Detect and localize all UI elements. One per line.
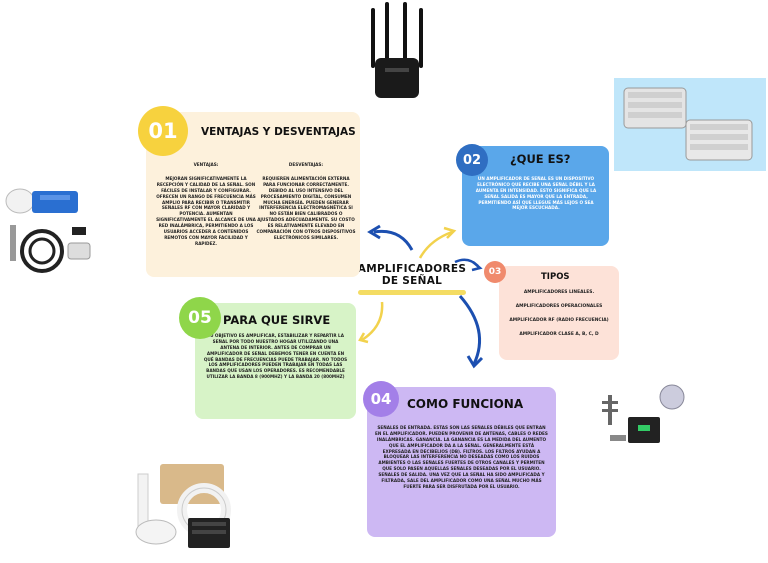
card-para-que-sirve: PARA QUE SIRVE SU OBJETIVO ES AMPLIFICAR… [195, 303, 356, 419]
card5-text: SU OBJETIVO ES AMPLIFICAR, ESTABILIZAR Y… [203, 333, 348, 380]
arrow-to-card5 [361, 301, 384, 342]
card1-col1-text: MEJORAN SIGNIFICATIVAMENTE LA RECEPCIÓN … [156, 176, 256, 246]
card2-text: UN AMPLIFICADOR DE SEÑAL ES UN DISPOSITI… [475, 176, 597, 211]
antenna-booster-kit-image [598, 375, 690, 450]
center-label-line1: AMPLIFICADORES [357, 263, 467, 275]
card3-type-item: AMPLIFICADORES LINEALES. [523, 290, 595, 295]
card-tipos: TIPOS AMPLIFICADORES LINEALES. AMPLIFICA… [499, 266, 619, 360]
card2-number-badge: 02 [456, 144, 488, 176]
card3-type-item: AMPLIFICADORES OPERACIONALES [515, 304, 603, 309]
wifi-repeater-image [365, 2, 430, 102]
card1-number-badge: 01 [138, 106, 188, 156]
outdoor-amplifier-image [614, 78, 766, 171]
card1-col1-heading: VENTAJAS: [193, 162, 219, 167]
card3-number-badge: 03 [484, 261, 506, 283]
arrow-to-card2 [418, 230, 453, 259]
card4-number-badge: 04 [363, 381, 399, 417]
center-underline [358, 290, 466, 295]
card5-number-badge: 05 [179, 297, 221, 339]
center-label-line2: DE SEÑAL [381, 275, 443, 287]
card1-title: VENTAJAS Y DESVENTAJAS [201, 126, 356, 138]
card3-type-item: AMPLIFICADOR CLASE A, B, C, D [519, 332, 599, 337]
card5-title: PARA QUE SIRVE [223, 313, 331, 327]
card1-col2-heading: DESVENTAJAS: [288, 162, 324, 167]
center-label: AMPLIFICADORES DE SEÑAL [356, 263, 468, 295]
card2-title: ¿QUE ES? [510, 152, 571, 166]
card4-text: SEÑALES DE ENTRADA. ESTAS SON LAS SEÑALE… [375, 425, 548, 489]
arrow-to-card4 [458, 295, 482, 365]
blue-amplifier-kit-image [2, 183, 102, 283]
card1-col2-text: REQUIEREN ALIMENTACIÓN EXTERNA PARA FUNC… [256, 176, 356, 240]
card3-title: TIPOS [541, 272, 570, 282]
arrow-to-card1 [373, 229, 414, 251]
dome-antenna-kit-image [128, 458, 240, 558]
card4-title: COMO FUNCIONA [407, 397, 524, 411]
card3-type-item: AMPLIFICADOR RF (RADIO FRECUENCIA) [509, 318, 609, 323]
card-como-funciona: COMO FUNCIONA SEÑALES DE ENTRADA. ESTAS … [367, 387, 556, 537]
